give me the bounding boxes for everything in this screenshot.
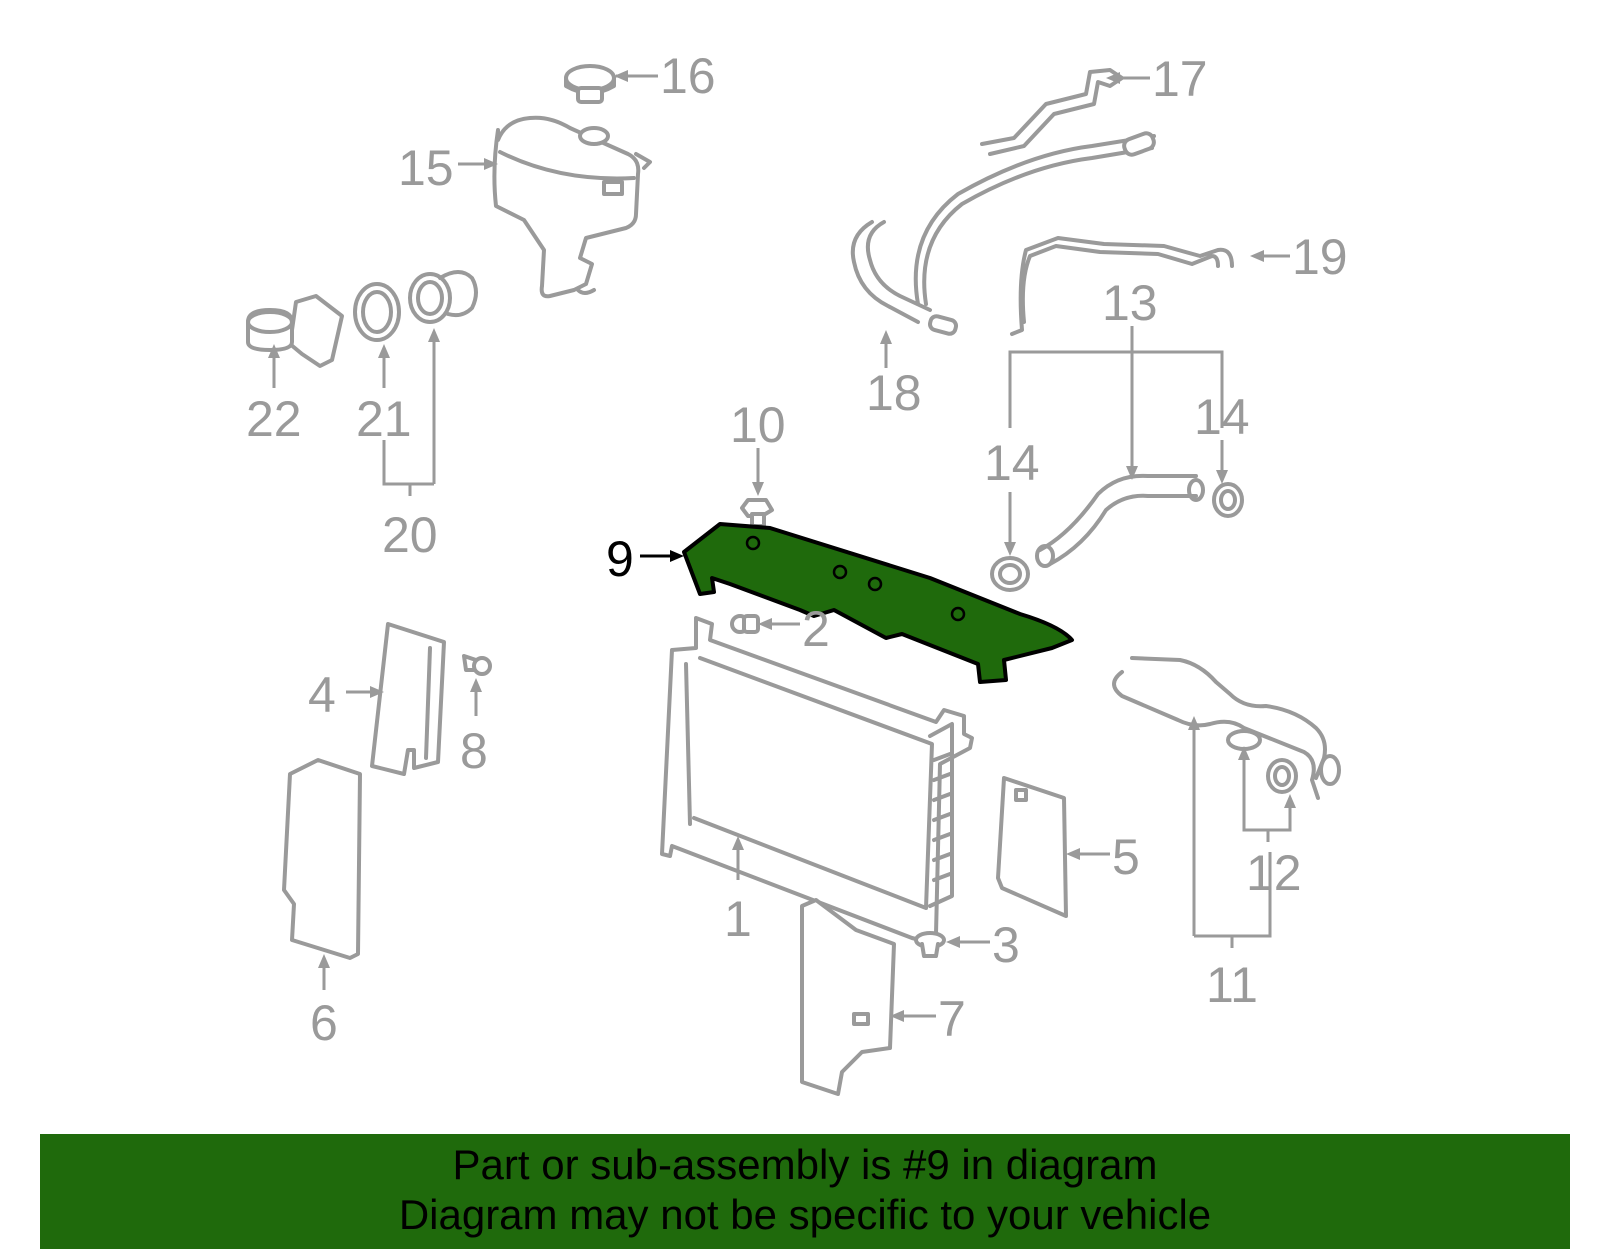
callout-11: 11 [1206,957,1258,1013]
part-thermostat [408,270,478,324]
callout-19: 19 [1292,229,1348,285]
part-16-cap [564,64,616,104]
part-9-baffle [682,522,1074,684]
callout-16: 16 [660,48,716,104]
callout-2: 2 [802,601,830,657]
part-21-gasket [353,282,401,342]
banner-line-2: Diagram may not be specific to your vehi… [398,1191,1212,1238]
part-14-clamp-right [1212,482,1244,518]
callout-7: 7 [938,991,966,1047]
callout-4: 4 [308,667,336,723]
part-8-bolt [462,654,492,676]
callout-8: 8 [460,723,488,779]
part-19-pipe [1010,236,1234,336]
part-4-panel [370,622,446,776]
callout-21: 21 [356,391,412,447]
callout-13: 13 [1102,275,1158,331]
callout-18: 18 [866,365,922,421]
part-5-panel [996,776,1068,918]
part-1-radiator [660,616,974,944]
callout-12: 12 [1246,845,1302,901]
part-3-grommet [914,931,946,958]
banner-line-1: Part or sub-assembly is #9 in diagram [452,1141,1158,1188]
part-7-panel [800,898,896,1096]
callout-15: 15 [398,140,454,196]
callout-22: 22 [246,391,302,447]
callout-9: 9 [606,531,634,587]
part-17-pipe [980,68,1124,156]
part-11-hose [1112,656,1341,800]
callout-5: 5 [1112,829,1140,885]
callout-17: 17 [1152,51,1208,107]
part-15-reservoir [492,115,652,299]
callout-6: 6 [310,995,338,1051]
part-6-panel [282,758,362,960]
callout-14-left: 14 [984,435,1040,491]
callout-3: 3 [992,917,1020,973]
part-2-clip [730,614,760,634]
info-banner: Part or sub-assembly is #9 in diagram Di… [40,1134,1570,1249]
part-22-housing [246,294,344,368]
part-18-hose [850,131,1156,336]
callout-14-right: 14 [1194,389,1250,445]
part-12-clamp [1226,729,1298,794]
callout-10: 10 [730,397,786,453]
part-14-clamp-left [990,556,1030,592]
callout-1: 1 [724,891,752,947]
part-10-pin [740,498,774,528]
part-13-hose [1035,473,1205,568]
callout-20: 20 [382,507,438,563]
